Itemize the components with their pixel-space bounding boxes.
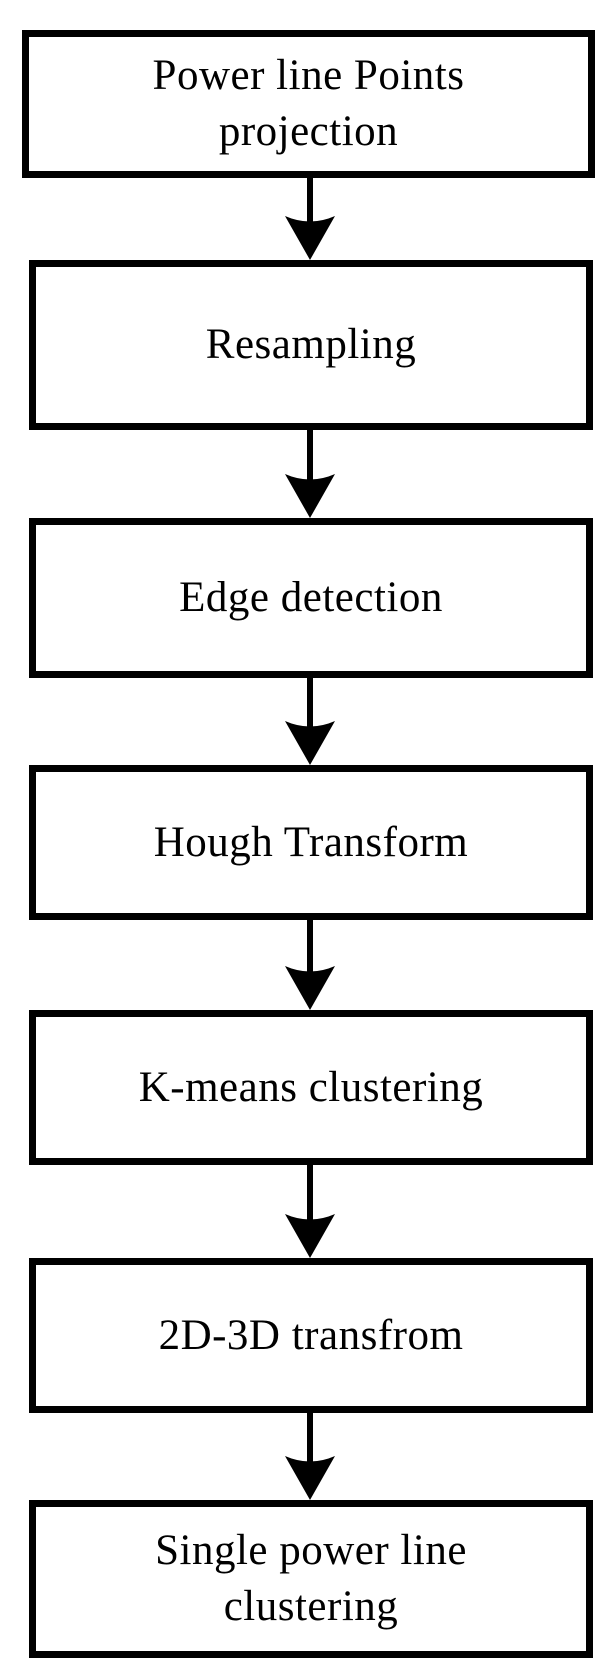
flow-arrow-5 xyxy=(282,1165,338,1258)
flow-node-edge-detection[interactable]: Edge detection xyxy=(29,518,593,678)
flow-node-k-means-clustering[interactable]: K-means clustering xyxy=(29,1010,593,1165)
flow-arrow-1 xyxy=(282,178,338,260)
flow-node-label: Edge detection xyxy=(179,574,443,622)
flow-node-2d-3d-transfrom[interactable]: 2D-3D transfrom xyxy=(29,1258,593,1413)
arrow-stem xyxy=(307,1413,313,1466)
flow-node-label: Hough Transform xyxy=(153,818,469,866)
arrow-stem xyxy=(307,178,313,226)
flow-node-label: Single power line clustering xyxy=(155,1527,467,1630)
flow-arrow-4 xyxy=(282,920,338,1010)
flow-node-power-line-points-projection[interactable]: Power line Points projection xyxy=(22,30,595,178)
flow-node-label: Resampling xyxy=(205,321,417,369)
arrow-head xyxy=(285,721,335,765)
arrow-head xyxy=(285,966,335,1010)
flow-node-single-power-line-clustering[interactable]: Single power line clustering xyxy=(29,1500,593,1658)
arrow-head xyxy=(285,1214,335,1258)
arrow-stem xyxy=(307,1165,313,1224)
flow-node-hough-transform[interactable]: Hough Transform xyxy=(29,765,593,920)
flow-node-resampling[interactable]: Resampling xyxy=(29,260,593,430)
arrow-head xyxy=(285,216,335,260)
flow-node-label: K-means clustering xyxy=(138,1063,484,1111)
flow-arrow-2 xyxy=(282,430,338,518)
flow-arrow-6 xyxy=(282,1413,338,1500)
flow-arrow-3 xyxy=(282,678,338,765)
arrow-head xyxy=(285,1456,335,1500)
arrow-head xyxy=(285,474,335,518)
arrow-stem xyxy=(307,430,313,484)
flow-node-label: 2D-3D transfrom xyxy=(158,1311,464,1359)
arrow-stem xyxy=(307,678,313,731)
flow-node-label: Power line Points projection xyxy=(152,52,465,155)
arrow-stem xyxy=(307,920,313,976)
